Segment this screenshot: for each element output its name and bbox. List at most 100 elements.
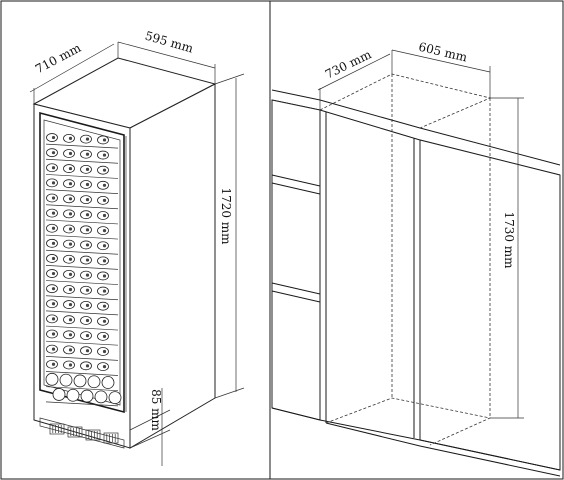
bottle-neck <box>68 166 73 171</box>
vent-grille <box>49 423 119 444</box>
niche-width-dim-line <box>391 49 491 73</box>
bottle-neck <box>85 243 90 247</box>
bottle-neck <box>102 304 107 308</box>
depth-dim-line <box>29 43 115 93</box>
bottle-neck <box>68 242 73 246</box>
rack-shelf <box>45 234 119 240</box>
bottle-neck <box>68 348 73 352</box>
fridge-drawing <box>32 57 217 449</box>
bottle-neck <box>85 273 90 277</box>
bottle-neck <box>51 181 56 185</box>
bottle-neck <box>68 151 73 156</box>
rack-shelf <box>45 340 119 346</box>
bottle-neck <box>51 135 56 140</box>
bottle-neck <box>68 212 73 216</box>
bottle-neck <box>85 288 90 292</box>
niche-height-label: 1730 mm <box>502 211 516 269</box>
wine-bottle <box>66 388 80 402</box>
wine-bottle <box>101 376 115 389</box>
niche-floor-dashed <box>325 397 492 446</box>
bottle-neck <box>51 256 56 261</box>
bottle-neck <box>85 167 90 171</box>
vent-slot <box>85 429 101 441</box>
wine-bottle <box>87 375 101 389</box>
fridge-glass <box>43 119 121 406</box>
rack-shelf <box>45 295 119 301</box>
bottle-neck <box>51 271 56 276</box>
rack-shelf <box>45 158 119 164</box>
bottle-neck <box>51 151 56 155</box>
wine-bottle <box>94 390 108 404</box>
fridge-door-frame <box>39 111 125 414</box>
bottle-neck <box>85 182 90 187</box>
bottle-neck <box>51 241 56 245</box>
bottle-neck <box>68 318 73 322</box>
rack-shelf <box>45 204 119 210</box>
bottle-neck <box>85 213 90 217</box>
wine-bottle <box>45 372 59 386</box>
bottle-neck <box>102 334 107 338</box>
bottle-neck <box>85 303 90 307</box>
fridge-side-face <box>129 83 216 449</box>
bottle-neck <box>85 137 90 141</box>
rack-shelf <box>45 280 119 285</box>
left-cabinet <box>271 99 321 421</box>
bottle-neck <box>85 349 90 353</box>
bottle-neck <box>102 153 107 157</box>
bottle-neck <box>85 364 90 368</box>
niche-depth-dim-line <box>317 53 391 91</box>
bottle-neck <box>51 362 56 366</box>
bottle-neck <box>68 363 73 367</box>
bottle-neck <box>51 287 56 291</box>
bottle-neck <box>102 229 107 233</box>
rack-shelf <box>45 174 119 179</box>
rack-shelf <box>45 219 119 225</box>
bottle-neck <box>102 168 107 172</box>
niche-top-dashed <box>319 73 492 129</box>
bottle-neck <box>102 183 107 187</box>
rack-shelf <box>45 325 119 331</box>
bottle-neck <box>68 182 73 186</box>
bottle-neck <box>85 228 90 232</box>
bottle-neck <box>102 259 107 263</box>
bottle-neck <box>51 196 56 200</box>
bottle-neck <box>51 347 56 351</box>
bottle-neck <box>102 138 107 142</box>
bottle-neck <box>68 136 73 140</box>
wine-bottle <box>52 388 66 401</box>
width-dim-line <box>117 41 216 69</box>
vent-slot <box>49 423 65 435</box>
bottle-neck <box>51 226 56 230</box>
fridge-plinth-label: 85 mm <box>149 389 163 431</box>
rack-shelf <box>45 265 119 270</box>
bottle-neck <box>102 244 107 248</box>
niche-depth-label: 730 mm <box>323 47 374 82</box>
rack-shelf <box>45 386 119 392</box>
bottle-neck <box>102 349 107 354</box>
rack-shelf <box>45 371 119 376</box>
bottle-neck <box>102 319 107 323</box>
bottle-neck <box>102 365 107 369</box>
bottle-neck <box>102 198 107 202</box>
vent-slot <box>103 432 119 444</box>
bottle-neck <box>102 274 107 278</box>
bottle-neck <box>51 211 56 215</box>
bottle-neck <box>68 302 73 307</box>
bottle-neck <box>68 227 73 231</box>
rack-shelf <box>45 356 119 361</box>
niche-floor-edge <box>271 407 561 471</box>
bottle-neck <box>102 213 107 218</box>
wine-bottle <box>73 374 87 388</box>
wine-bottle <box>80 389 94 403</box>
fridge-depth-label: 710 mm <box>33 40 84 76</box>
bottle-neck <box>85 198 90 202</box>
fridge-plinth-line <box>39 417 125 449</box>
niche-width-label: 605 mm <box>417 40 469 65</box>
vent-slot <box>67 426 83 438</box>
rack-shelf <box>45 143 119 149</box>
bottle-neck <box>102 289 107 293</box>
bottle-neck <box>68 333 73 337</box>
fridge-width-label: 595 mm <box>143 29 195 56</box>
